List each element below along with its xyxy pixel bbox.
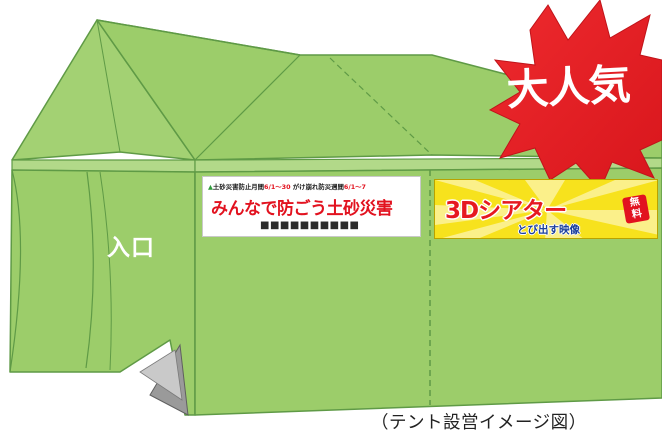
image-caption: （テント設営イメージ図） (371, 413, 587, 433)
roof-fold-1 (194, 54, 301, 161)
free-badge: 無料 (621, 194, 651, 224)
banner-headline: みんなで防ごう土砂災害 (211, 199, 393, 219)
period-prefix: 土砂災害防止月間 (212, 183, 265, 191)
entrance-label: 入口 (107, 235, 155, 261)
banner-redacted-line: ■■■■■■■■■■ (260, 220, 360, 231)
door-fold-mid (85, 171, 94, 369)
banner-landslide-prevention: ▲土砂災害防止月間6/1〜30 がけ崩れ防災週間6/1〜7 みんなで防ごう土砂災… (202, 176, 421, 237)
period-dates-1: 6/1〜30 (264, 183, 291, 191)
roof-ridge (96, 19, 301, 56)
popularity-label: 大人気 (505, 59, 631, 115)
banner-3d-theater: 3Dシアター とび出す映像 無料 (434, 179, 658, 239)
period-dates-2: 6/1〜7 (343, 183, 366, 191)
door-fold-left (9, 169, 22, 373)
banner-theater-subline: とび出す映像 (517, 224, 580, 236)
banner-period-line: ▲土砂災害防止月間6/1〜30 がけ崩れ防災週間6/1〜7 (208, 182, 366, 191)
door-flap-light (139, 349, 183, 401)
roof-seam-front (96, 19, 121, 153)
door-fold-right (99, 171, 112, 371)
period-middle: がけ崩れ防災週間 (292, 183, 344, 191)
mountain-icon: ▲ (208, 183, 213, 191)
roof-fold-2 (329, 57, 433, 156)
banner-theater-headline: 3Dシアター (445, 198, 567, 224)
banner-burst-background (435, 180, 657, 238)
